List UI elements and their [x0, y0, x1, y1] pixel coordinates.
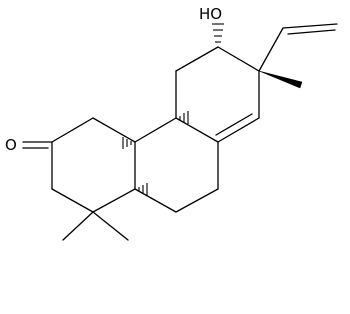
vinyl-group [258, 23, 338, 72]
bond-c11-c12 [175, 46, 219, 72]
hydroxyl-label-mask [196, 4, 238, 23]
hydroxyl-group: HO [196, 4, 238, 43]
bond-c4-methyl-right [92, 211, 129, 241]
bond-c7-c6 [175, 188, 219, 213]
bond-c10-c9 [134, 117, 177, 143]
ketone-group: O [4, 135, 53, 155]
stereo-hashes [122, 111, 189, 196]
hash-c5 [138, 183, 148, 196]
ring-c [175, 46, 260, 143]
methyl-wedge-c13 [258, 70, 303, 89]
bond-c4-c5 [92, 188, 136, 213]
bond-c1-c2 [51, 117, 94, 143]
bond-c14-c8-double-inner [215, 113, 253, 136]
ketone-oxygen-mask [4, 135, 22, 155]
bond-c12-c13 [217, 46, 260, 72]
bond-c10-c1 [92, 117, 136, 143]
hydroxyl-label: HO [199, 5, 222, 23]
bond-c6-c5 [134, 188, 177, 213]
bond-c4-methyl-left [62, 211, 94, 241]
bond-c9-c8 [175, 117, 219, 143]
bond-c13-vinyl-ch [258, 27, 284, 72]
ketone-oxygen-label: O [5, 136, 17, 154]
bond-vinyl-double-outer [282, 23, 338, 29]
bond-c3-c4 [51, 188, 94, 213]
bond-vinyl-double-inner [287, 29, 336, 35]
ring-b [134, 117, 219, 213]
bond-c14-c8-double-outer [217, 117, 260, 143]
hash-c10 [122, 137, 132, 149]
gem-dimethyl-group [62, 211, 129, 241]
ring-a [51, 117, 136, 213]
hash-c9 [179, 111, 189, 124]
